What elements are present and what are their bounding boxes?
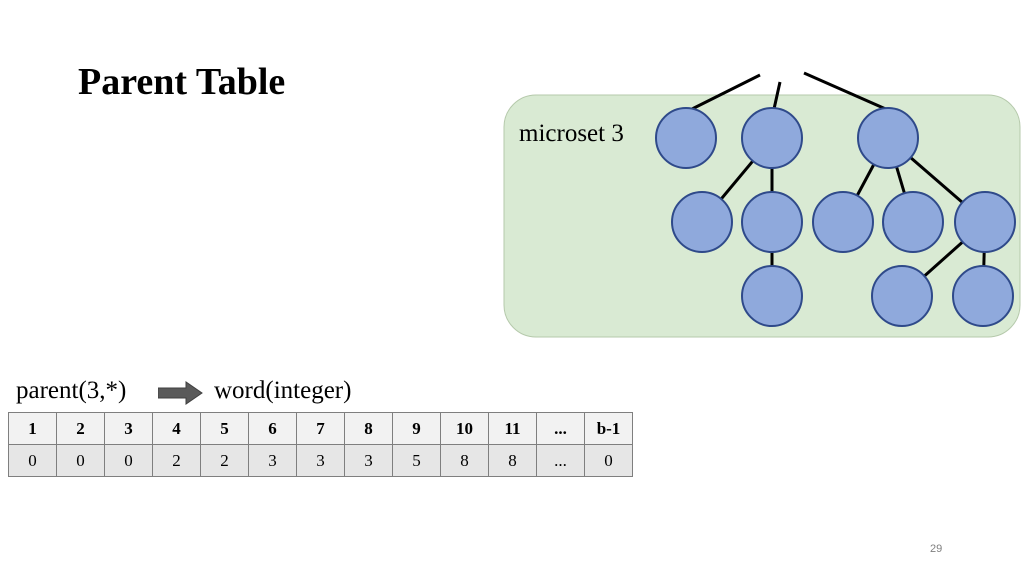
table-index-row: 1 2 3 4 5 6 7 8 9 10 11 ... b-1 [8, 412, 633, 445]
tree-node [952, 265, 1014, 327]
external-edge [803, 71, 889, 112]
slide-title: Parent Table [78, 61, 286, 103]
right-arrow-icon [158, 381, 203, 405]
table-index-cell: 9 [392, 412, 441, 445]
external-edge [685, 73, 761, 114]
tree-node [882, 191, 944, 253]
table-index-cell: 7 [296, 412, 345, 445]
table-index-cell: 11 [488, 412, 537, 445]
formula-word-type: word(integer) [214, 377, 352, 404]
tree-node [741, 265, 803, 327]
table-value-cell: 8 [440, 444, 489, 477]
table-index-cell: 1 [8, 412, 57, 445]
table-value-cell: 0 [56, 444, 105, 477]
page-number: 29 [930, 543, 943, 555]
table-value-cell: 3 [344, 444, 393, 477]
tree-node [871, 265, 933, 327]
parent-table: 1 2 3 4 5 6 7 8 9 10 11 ... b-1 0 0 0 2 … [8, 412, 633, 477]
formula-parent-call: parent(3,*) [16, 377, 127, 404]
table-value-cell: 3 [248, 444, 297, 477]
external-edge [772, 81, 782, 110]
table-value-cell: 0 [8, 444, 57, 477]
tree-node [741, 191, 803, 253]
table-value-cell: 5 [392, 444, 441, 477]
tree-node [655, 107, 717, 169]
table-value-row: 0 0 0 2 2 3 3 3 5 8 8 ... 0 [8, 444, 633, 477]
table-value-cell: ... [536, 444, 585, 477]
table-value-cell: 2 [200, 444, 249, 477]
node-layer [655, 107, 1016, 327]
table-index-cell: 3 [104, 412, 153, 445]
tree-node [857, 107, 919, 169]
table-index-cell: b-1 [584, 412, 633, 445]
table-value-cell: 3 [296, 444, 345, 477]
table-index-cell: ... [536, 412, 585, 445]
tree-node [671, 191, 733, 253]
table-index-cell: 4 [152, 412, 201, 445]
table-value-cell: 8 [488, 444, 537, 477]
table-value-cell: 2 [152, 444, 201, 477]
table-index-cell: 6 [248, 412, 297, 445]
table-value-cell: 0 [104, 444, 153, 477]
table-index-cell: 5 [200, 412, 249, 445]
table-index-cell: 8 [344, 412, 393, 445]
microset-label: microset 3 [519, 120, 624, 147]
tree-node [812, 191, 874, 253]
tree-node [954, 191, 1016, 253]
table-index-cell: 10 [440, 412, 489, 445]
tree-node [741, 107, 803, 169]
table-value-cell: 0 [584, 444, 633, 477]
table-index-cell: 2 [56, 412, 105, 445]
